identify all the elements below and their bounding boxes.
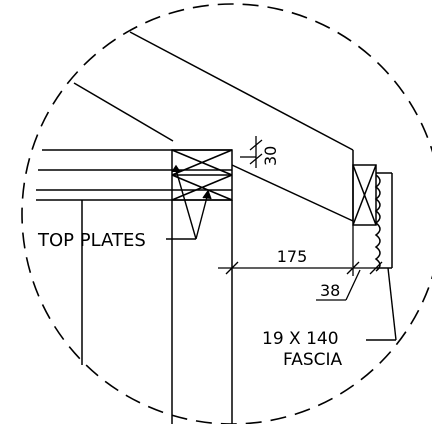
ceiling-joists	[36, 149, 354, 222]
dim-175-marks	[218, 225, 376, 276]
top-plates	[171, 149, 233, 201]
dim-38-marks	[316, 261, 383, 301]
dim-38-label: 38	[320, 281, 340, 300]
sub-fascia	[352, 164, 377, 226]
fascia-name-label: FASCIA	[283, 350, 343, 370]
wall-studs	[81, 200, 233, 424]
dim-175-label: 175	[277, 247, 308, 266]
fascia-board	[374, 172, 393, 272]
top-plates-label: TOP PLATES	[37, 230, 146, 251]
top-plates-leaders	[166, 164, 212, 240]
dim-30-label: 30	[261, 146, 280, 166]
detail-boundary-circle	[21, 3, 432, 424]
fascia-size-label: 19 X 140	[262, 329, 339, 349]
dim-30-marks	[240, 136, 263, 168]
fascia-leader	[366, 267, 397, 341]
